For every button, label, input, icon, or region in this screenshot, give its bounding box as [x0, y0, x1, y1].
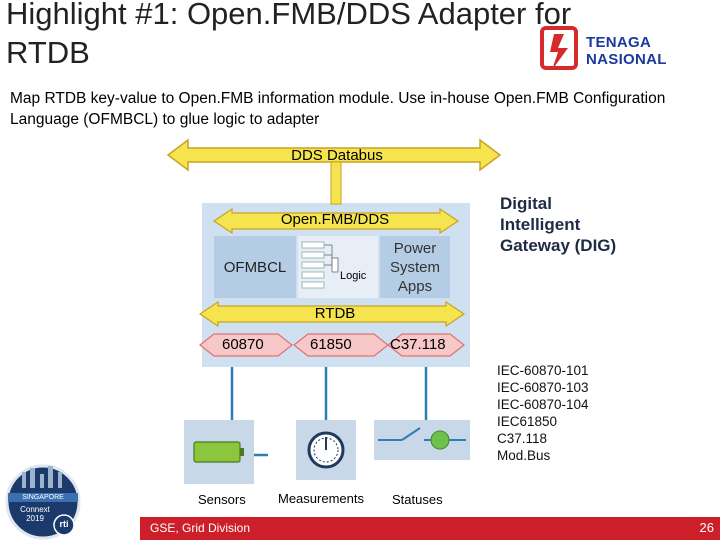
footer-text: GSE, Grid Division [150, 521, 251, 535]
protocol-60870: 60870 [222, 336, 264, 353]
protocol-arrow [199, 333, 293, 357]
dds-databus-label: DDS Databus [291, 147, 383, 164]
iec-item: Mod.Bus [497, 448, 551, 463]
connext-badge-icon [5, 464, 81, 540]
rtdb-arrow [198, 300, 466, 328]
databus-stem [330, 161, 342, 205]
tnb-emblem-icon [540, 26, 578, 70]
footer-bar [140, 517, 720, 540]
badge-line-4: rti [59, 519, 69, 529]
power-system-apps-box: Power System Apps [380, 236, 450, 298]
protocol-c37-118: C37.118 [390, 336, 446, 353]
badge-line-3: 2019 [26, 514, 44, 523]
badge-line-2: Connext [20, 505, 50, 514]
ofmb-dds-label: Open.FMB/DDS [280, 211, 390, 228]
protocol-arrow [387, 333, 465, 357]
logic-flow-icon [301, 241, 339, 289]
dds-databus-arrow [166, 138, 502, 172]
measurements-label: Measurements [278, 491, 364, 506]
page-number: 26 [699, 520, 714, 535]
measurement-device [296, 420, 356, 480]
logo-line-2: NASIONAL [586, 51, 667, 68]
power-system-apps-label: Power System Apps [389, 239, 440, 295]
sensor-device [184, 420, 254, 484]
iec-protocol-list: IEC-60870-101 IEC-60870-103 IEC-60870-10… [497, 362, 589, 464]
iec-item: IEC-60870-103 [497, 380, 589, 395]
rtdb-label: RTDB [314, 305, 356, 322]
gauge-meter-icon [307, 431, 345, 469]
iec-item: IEC-60870-101 [497, 363, 589, 378]
dig-label: Digital Intelligent Gateway (DIG) [500, 194, 617, 255]
statuses-label: Statuses [392, 492, 443, 507]
badge-line-1: SINGAPORE [22, 494, 64, 501]
logic-diagram-box [298, 236, 378, 298]
battery-sensor-icon [193, 441, 244, 463]
status-device [374, 420, 470, 460]
connext-2019-badge: SINGAPORE Connext 2019 rti [0, 462, 86, 540]
ofmbcl-label: OFMBCL [223, 258, 287, 276]
iec-item: C37.118 [497, 431, 548, 446]
iec-item: IEC61850 [497, 414, 558, 429]
sensors-label: Sensors [198, 492, 246, 507]
logic-label: Logic [340, 270, 367, 282]
slide-title: Highlight #1: Open.FMB/DDS Adapter for R… [6, 0, 572, 70]
tenaga-nasional-logo: TENAGA NASIONAL [540, 26, 680, 74]
ofmbcl-box: OFMBCL [214, 236, 296, 298]
iec-item: IEC-60870-104 [497, 397, 589, 412]
switch-breaker-icon [378, 427, 466, 450]
slide-subtitle: Map RTDB key-value to Open.FMB informati… [10, 90, 666, 128]
logo-line-1: TENAGA [586, 34, 652, 51]
protocol-61850: 61850 [310, 336, 352, 353]
ofmb-dds-arrow [212, 207, 460, 235]
